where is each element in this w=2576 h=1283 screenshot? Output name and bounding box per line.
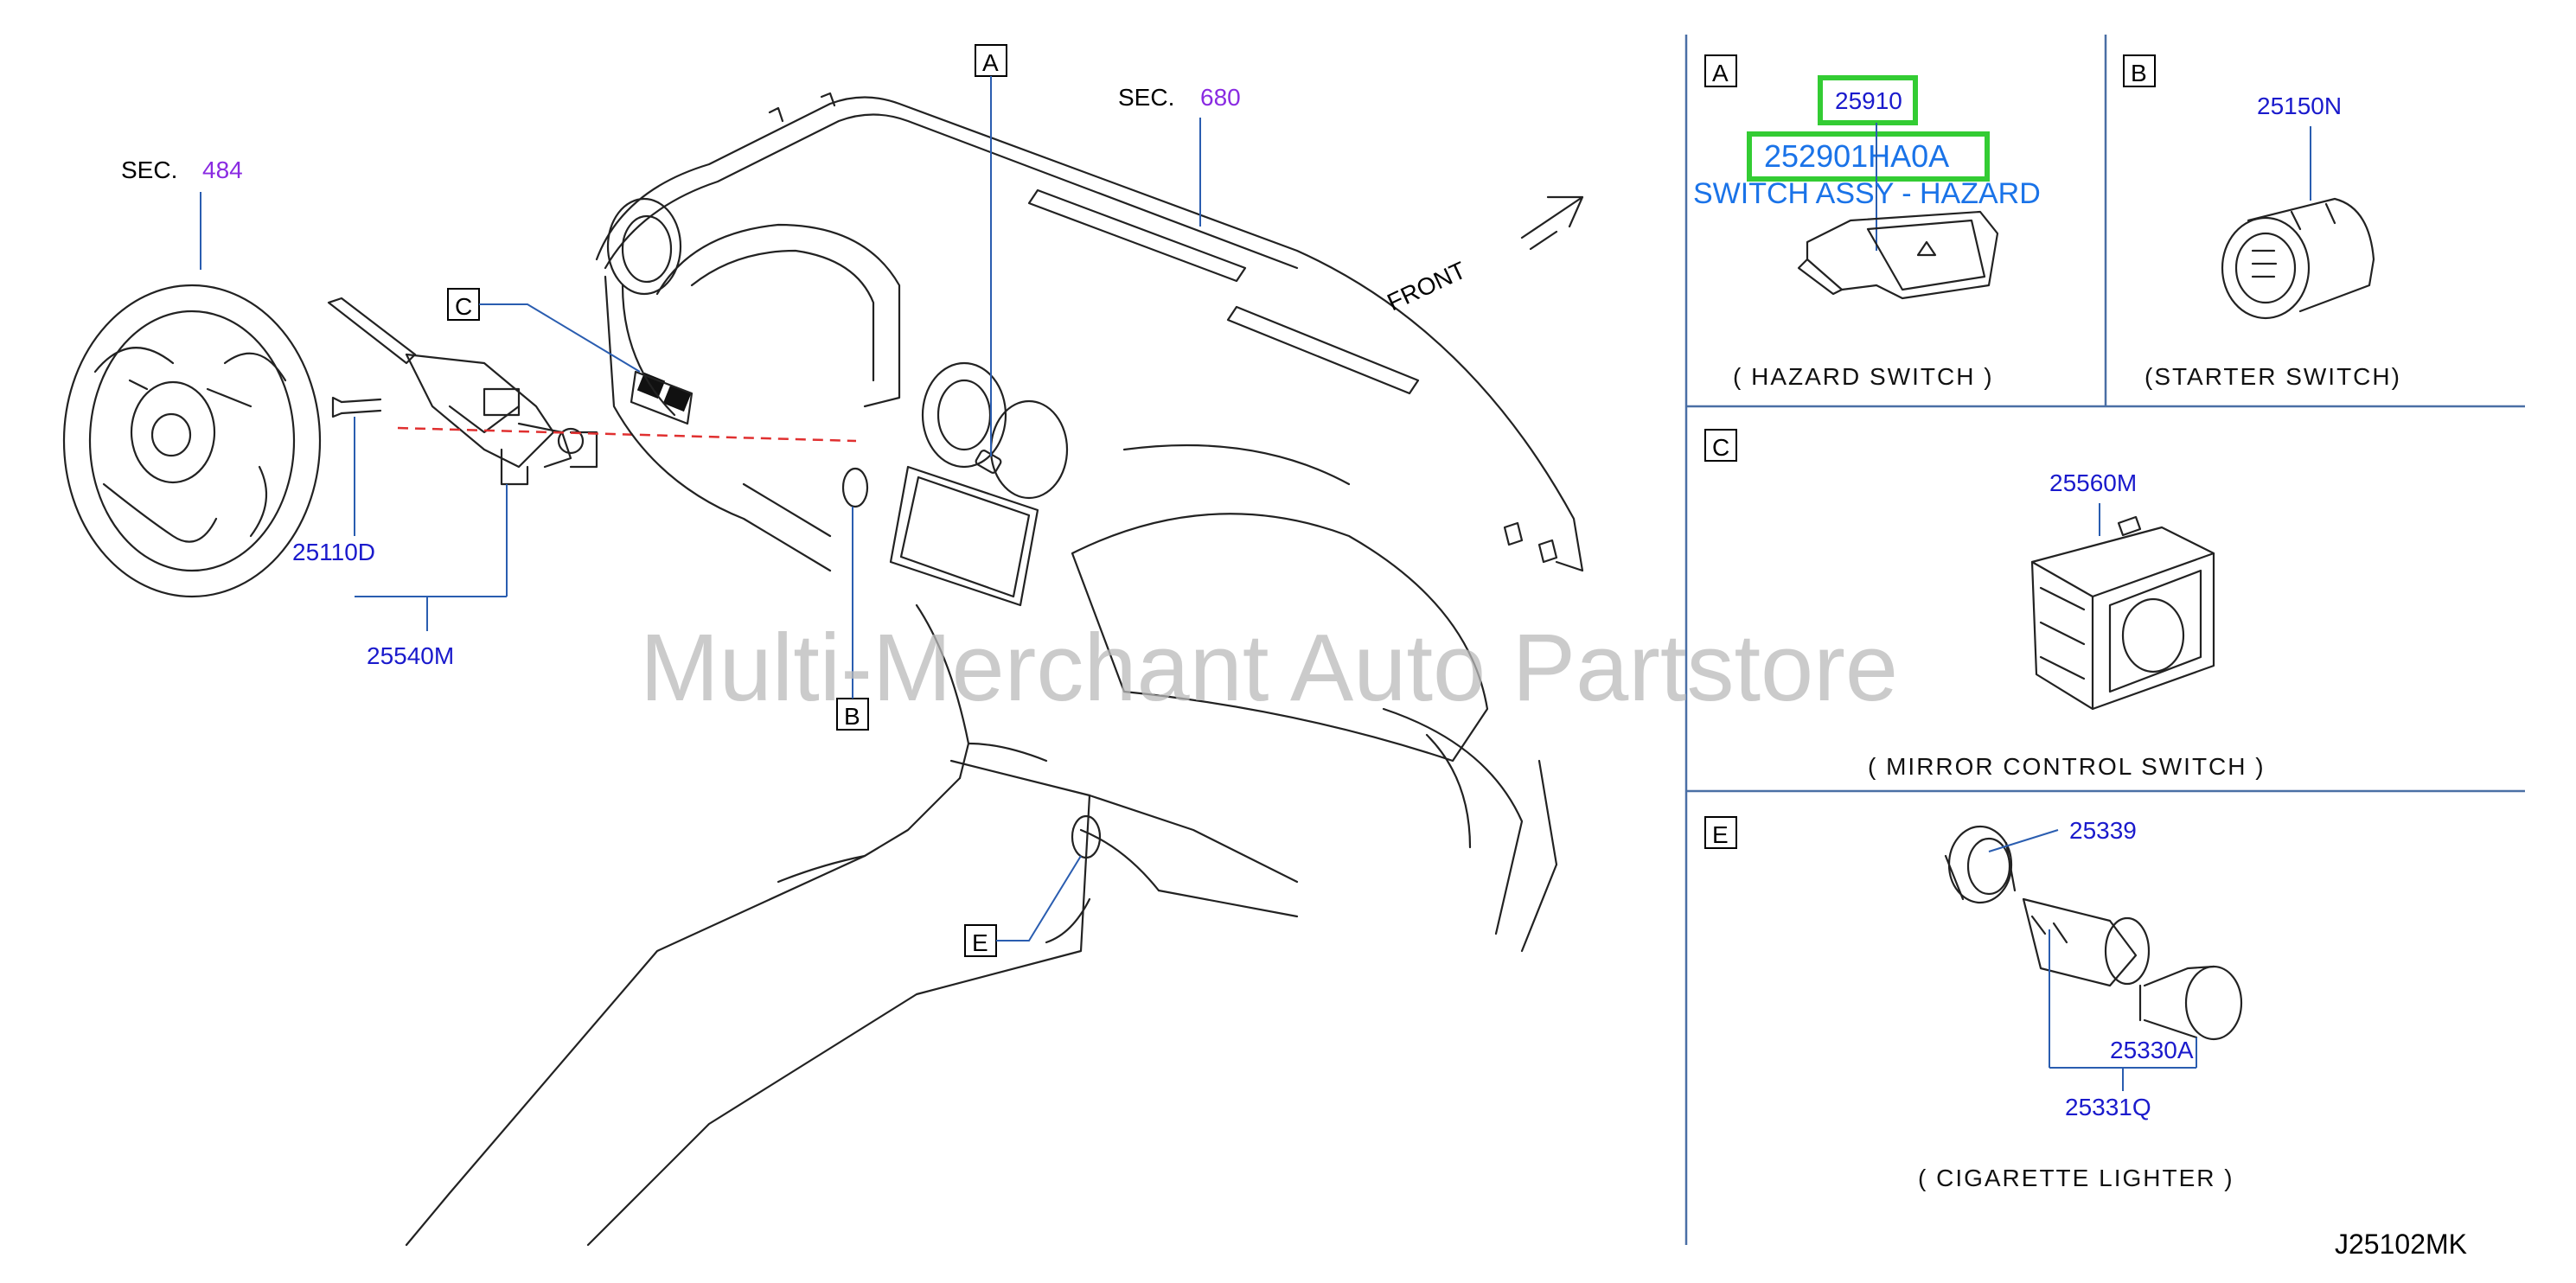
- instrument-panel-drawing: [405, 92, 1584, 1247]
- panel-b-caption: (STARTER SWITCH): [2145, 363, 2401, 390]
- watermark-text: Multi-Merchant Auto Partstore: [640, 615, 1898, 721]
- panel-a-letter-box: A: [1704, 54, 1737, 87]
- panel-c-letter-box: C: [1704, 429, 1737, 462]
- combination-switch-drawing: [327, 297, 857, 486]
- callout-letter-b: B: [844, 703, 860, 730]
- callout-letter-a: A: [982, 49, 999, 76]
- front-indicator: FRONT: [1383, 195, 1584, 316]
- steering-wheel-drawing: [62, 284, 322, 598]
- sec-prefix-dash: SEC.: [1118, 84, 1174, 111]
- callout-a-main: A: [975, 44, 1007, 456]
- part-25910-highlight: [1818, 75, 1918, 125]
- callout-c-main: C: [447, 288, 641, 373]
- part-number-25150n: 25150N: [2257, 93, 2342, 119]
- panel-a-hazard: A 25910 252901HA0A SWITCH ASSY - HAZARD …: [1693, 54, 2041, 390]
- front-label: FRONT: [1383, 257, 1470, 316]
- steering-sec-ref: SEC. 484: [121, 156, 243, 270]
- panel-e-caption: ( CIGARETTE LIGHTER ): [1918, 1165, 2234, 1191]
- combination-switch-leaders: 25110D 25540M: [292, 417, 508, 669]
- panel-b-letter-box: B: [2123, 54, 2156, 87]
- part-number-25330a: 25330A: [2110, 1037, 2194, 1063]
- panel-c-letter: C: [1712, 434, 1729, 461]
- sec-number-680: 680: [1200, 84, 1241, 111]
- panel-b-letter: B: [2131, 60, 2147, 86]
- part-number-252901ha0a: 252901HA0A: [1764, 138, 1949, 174]
- panel-c-mirror: C 25560M ( MIRROR CONTROL SWITCH ): [1704, 429, 2266, 780]
- part-number-25560m: 25560M: [2049, 469, 2137, 496]
- dash-sec-ref: SEC. 680: [1118, 84, 1241, 227]
- panel-a-letter: A: [1712, 60, 1729, 86]
- panel-e-letter: E: [1712, 821, 1729, 848]
- part-number-25540m: 25540M: [367, 642, 454, 669]
- sec-number-484: 484: [202, 156, 243, 183]
- panel-e-lighter: E 25339 25330A 25331Q ( CIGARETTE LIGHTE…: [1704, 816, 2243, 1191]
- callout-letter-c: C: [455, 293, 472, 320]
- part-252901ha0a-highlight: [1747, 131, 1990, 182]
- drawing-code: J25102MK: [2335, 1229, 2467, 1260]
- part-number-25331q: 25331Q: [2065, 1094, 2151, 1120]
- part-number-25339: 25339: [2069, 817, 2137, 844]
- hazard-description: SWITCH ASSY - HAZARD: [1693, 177, 2041, 210]
- part-number-25910: 25910: [1835, 87, 1902, 114]
- callout-letter-e: E: [972, 929, 988, 956]
- panel-c-caption: ( MIRROR CONTROL SWITCH ): [1868, 753, 2266, 780]
- panel-e-letter-box: E: [1704, 816, 1737, 849]
- panel-b-starter: B 25150N (STARTER SWITCH): [2123, 54, 2401, 390]
- callout-e-main: E: [964, 855, 1082, 957]
- callout-b-main: B: [836, 507, 869, 731]
- part-number-25110d: 25110D: [292, 539, 375, 565]
- panel-grid: [1684, 35, 2525, 1245]
- sec-prefix-steering: SEC.: [121, 156, 177, 183]
- panel-a-caption: ( HAZARD SWITCH ): [1733, 363, 1994, 390]
